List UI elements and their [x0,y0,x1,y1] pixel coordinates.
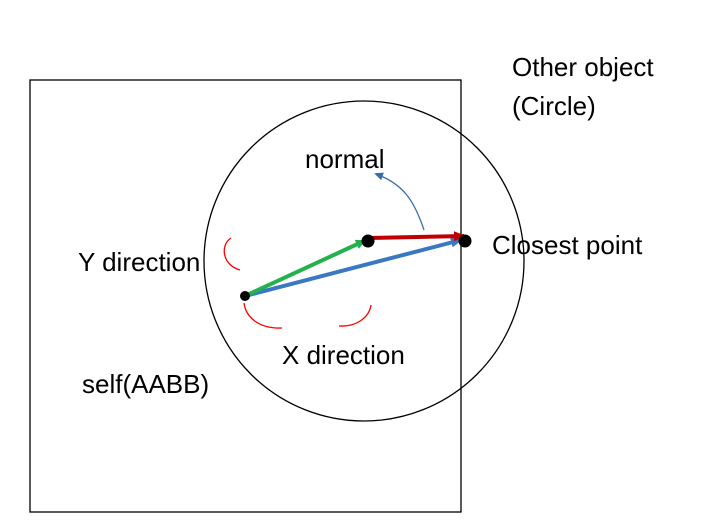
aabb-center-point [240,291,250,301]
red-vector [367,231,466,242]
closest-point-marker [458,234,472,248]
other-object-label: Other object [512,52,654,82]
self-aabb-label: self(AABB) [82,369,209,399]
y-direction-label: Y direction [78,247,200,277]
x-direction-arc-left [243,302,283,329]
circle-type-label: (Circle) [512,91,596,121]
y-direction-arc [223,237,241,271]
aabb-box [29,79,462,513]
x-direction-label: X direction [282,340,405,370]
green-vector [244,239,366,298]
circle-object [203,100,525,422]
circle-center-point [361,234,375,248]
normal-label: normal [305,144,384,174]
closest-point-label: Closest point [492,230,643,260]
normal-arrow [374,172,425,231]
x-direction-arc-right [338,304,372,327]
blue-vector [244,237,463,298]
